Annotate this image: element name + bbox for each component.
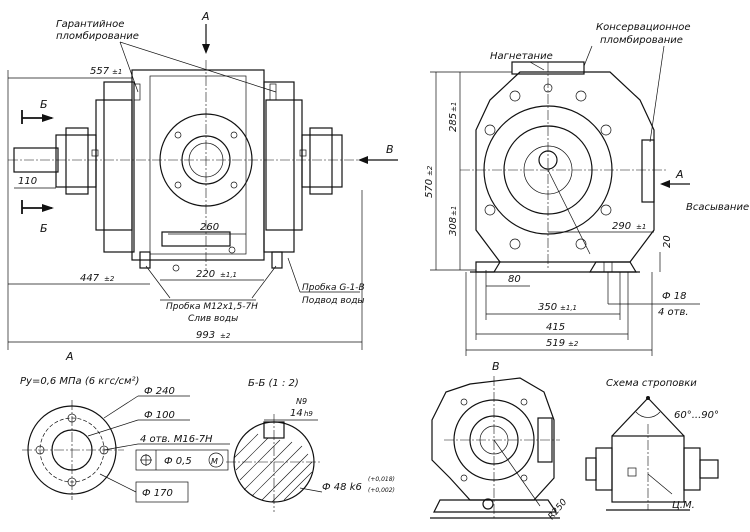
- flange-view-title: А: [65, 350, 74, 363]
- view-v-title: В: [492, 360, 500, 373]
- pressure-label: Pу=0,6 МПа (6 кгс/см²): [20, 376, 139, 387]
- dim-tol-mod: М: [211, 457, 218, 466]
- key-width: 14: [290, 408, 303, 419]
- dim-519-tol: ±2: [568, 340, 579, 348]
- section-bb-title: Б-Б (1 : 2): [248, 378, 299, 389]
- key-fit: h9: [304, 410, 313, 418]
- view-v-label: В: [386, 143, 394, 156]
- dim-80: 80: [508, 274, 521, 285]
- key-tol-label: N9: [296, 397, 307, 406]
- dim-holes: 4 отв. М16-7Н: [140, 434, 213, 445]
- dim-hole-dia: Ф 18: [662, 291, 687, 302]
- sling-scheme: Схема строповки 60°...90° Ц.М.: [585, 378, 719, 511]
- section-bb: Б-Б (1 : 2) N9 14 h9 Ф 48 k6 (+0,018) (+…: [226, 378, 395, 512]
- shaft-dia: Ф 48 k6: [322, 482, 362, 493]
- dim-285-tol: ±1: [450, 102, 458, 112]
- section-b-bottom: Б: [40, 222, 48, 235]
- drain-label: Слив воды: [188, 314, 238, 324]
- center-mass-label: Ц.М.: [672, 500, 695, 511]
- dim-20: 20: [662, 235, 673, 248]
- side-view: Нагнетание Консервационное пломбирование…: [424, 22, 749, 356]
- dim-290-tol: ±1: [636, 223, 646, 231]
- shaft-tol-up: (+0,018): [368, 476, 395, 483]
- dim-447: 447: [80, 273, 100, 284]
- discharge-label: Нагнетание: [490, 51, 553, 62]
- dim-308-tol: ±1: [450, 206, 458, 216]
- dim-220: 220: [196, 269, 215, 280]
- dim-570-tol: ±2: [426, 165, 434, 176]
- dim-350: 350: [538, 302, 557, 313]
- front-view: А В Б Б Гарантийное пломбирование 557 ±1…: [7, 10, 398, 350]
- dim-tol-pos: Ф 0,5: [164, 456, 192, 467]
- dim-d100: Ф 100: [144, 410, 175, 421]
- supply-label: Подвод воды: [302, 296, 365, 306]
- dim-519: 519: [546, 338, 565, 349]
- sling-angle: 60°...90°: [674, 410, 719, 421]
- dim-350-tol: ±1,1: [560, 304, 577, 312]
- warranty-seal-line2: пломбирование: [56, 30, 139, 42]
- dim-415: 415: [546, 322, 565, 333]
- dim-570: 570: [424, 179, 435, 198]
- dim-308: 308: [448, 217, 459, 236]
- dim-110: 110: [18, 176, 37, 187]
- dim-d240: Ф 240: [144, 386, 175, 397]
- dim-285: 285: [448, 113, 459, 132]
- dim-993-tol: ±2: [220, 332, 231, 340]
- view-v: В R250: [430, 360, 570, 522]
- dim-993: 993: [196, 330, 215, 341]
- dim-hole-count: 4 отв.: [658, 307, 689, 318]
- view-a-label: А: [201, 10, 210, 23]
- dim-557-tol: ±1: [112, 68, 122, 76]
- dim-290: 290: [612, 221, 631, 232]
- flange-view-a: А Pу=0,6 МПа (6 кгс/см²) Ф 240 Ф 100 4 о…: [20, 350, 230, 503]
- suction-label: Всасывание: [686, 202, 749, 213]
- sling-title: Схема строповки: [606, 378, 697, 389]
- dim-260: 260: [200, 222, 219, 233]
- conservation-seal-line2: пломбирование: [600, 34, 683, 46]
- dim-447-tol: ±2: [104, 275, 115, 283]
- drain-plug-label: Пробка М12х1,5-7Н: [166, 302, 258, 312]
- dim-d170: Ф 170: [142, 488, 173, 499]
- section-b-top: Б: [40, 98, 48, 111]
- conservation-seal-line1: Консервационное: [596, 22, 691, 33]
- supply-plug-label: Пробка G-1-B: [302, 283, 365, 293]
- shaft-tol-low: (+0,002): [368, 487, 395, 494]
- dim-557: 557: [90, 66, 110, 77]
- view-a-side: А: [675, 168, 684, 181]
- warranty-seal-line1: Гарантийное: [56, 19, 124, 30]
- dim-220-tol: ±1,1: [220, 271, 237, 279]
